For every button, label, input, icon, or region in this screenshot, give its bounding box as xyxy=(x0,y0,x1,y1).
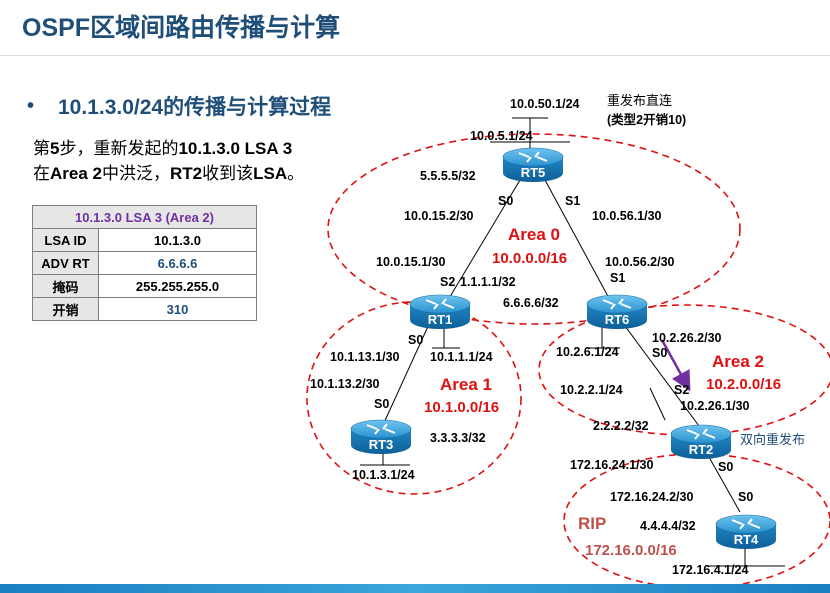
router-rt1: RT1 xyxy=(409,294,471,330)
bidir-redist-note: 双向重发布 xyxy=(740,432,805,447)
table-row: 掩码 255.255.255.0 xyxy=(32,274,257,298)
lsa-field-key: 开销 xyxy=(32,297,99,321)
step-text: RT2 xyxy=(169,164,203,183)
lsa-table: 10.1.3.0 LSA 3 (Area 2) LSA ID 10.1.3.0 … xyxy=(32,205,257,321)
net-label: 10.1.3.1/24 xyxy=(352,468,415,482)
area1-name: Area 1 xyxy=(440,375,492,394)
step-text: 10.1.3.0 LSA 3 xyxy=(178,139,293,158)
router-rt6: RT6 xyxy=(586,294,648,330)
lsa-field-key: 掩码 xyxy=(32,274,99,298)
step-text: 步，重新发起的 xyxy=(59,139,179,158)
rip-name: RIP xyxy=(578,514,606,533)
lan-rt2 xyxy=(649,387,666,421)
router-label: RT3 xyxy=(369,437,394,452)
iface-label: S2 xyxy=(440,275,455,289)
net-label: 10.0.56.2/30 xyxy=(605,255,675,269)
link-rt5-rt1 xyxy=(447,179,521,301)
router-rt4: RT4 xyxy=(715,514,777,550)
rip-network: 172.16.0.0/16 xyxy=(585,542,677,559)
router-label: RT1 xyxy=(428,312,453,327)
area2-name: Area 2 xyxy=(712,352,764,371)
link-rt5-rt6 xyxy=(544,179,611,301)
step-text: LSA xyxy=(253,164,288,183)
router-label: RT4 xyxy=(734,532,759,547)
redist-direct-note: 重发布直连 xyxy=(607,93,672,108)
link-rt6-rt2 xyxy=(621,321,703,431)
area1-network: 10.1.0.0/16 xyxy=(424,399,499,416)
net-label: 2.2.2.2/32 xyxy=(593,419,649,433)
net-label: 10.0.5.1/24 xyxy=(470,129,533,143)
net-label: 4.4.4.4/32 xyxy=(640,519,696,533)
table-row: 开销 310 xyxy=(32,297,257,321)
step-text: 中洪泛， xyxy=(101,164,170,183)
footer-bar xyxy=(0,584,830,593)
title-divider xyxy=(0,55,830,56)
iface-label: S0 xyxy=(738,490,753,504)
lsa-field-key: LSA ID xyxy=(32,228,99,252)
page-title: OSPF区域间路由传播与计算 xyxy=(22,14,341,42)
net-label: 172.16.4.1/24 xyxy=(672,563,749,577)
iface-label: S0 xyxy=(718,460,733,474)
step-text: 在 xyxy=(33,164,50,183)
net-label: 10.2.6.1/24 xyxy=(556,345,619,359)
router-label: RT2 xyxy=(689,442,714,457)
net-label: 6.6.6.6/32 xyxy=(503,296,559,310)
iface-label: S0 xyxy=(374,397,389,411)
iface-label: S0 xyxy=(408,333,423,347)
table-row: 10.1.3.0 LSA 3 (Area 2) xyxy=(32,205,257,229)
net-label: 10.0.56.1/30 xyxy=(592,209,662,223)
net-label: 10.2.26.2/30 xyxy=(652,331,722,345)
lsa-field-key: ADV RT xyxy=(32,251,99,275)
router-rt3: RT3 xyxy=(350,419,412,455)
net-label: 10.2.26.1/30 xyxy=(680,399,750,413)
step-text: 收到该 xyxy=(202,164,254,183)
router-label: RT5 xyxy=(521,165,546,180)
lsa-field-value: 10.1.3.0 xyxy=(98,228,257,252)
step-text: Area 2 xyxy=(50,164,102,183)
area0-boundary xyxy=(327,133,741,325)
step-text: 第 xyxy=(33,139,50,158)
lsa-flood-arrow xyxy=(660,339,691,392)
bullet-heading: 10.1.3.0/24的传播与计算过程 xyxy=(58,96,332,119)
iface-label: S1 xyxy=(610,271,625,285)
lsa-table-header: 10.1.3.0 LSA 3 (Area 2) xyxy=(32,205,257,229)
step-description: 第5步，重新发起的10.1.3.0 LSA 3 在Area 2中洪泛，RT2收到… xyxy=(33,136,304,186)
step-text: 5 xyxy=(50,139,60,158)
net-label: 10.0.15.1/30 xyxy=(376,255,446,269)
area2-boundary xyxy=(538,304,830,436)
net-label: 172.16.24.2/30 xyxy=(610,490,693,504)
net-label: 10.1.13.2/30 xyxy=(310,377,380,391)
area1-boundary xyxy=(306,301,522,495)
router-rt5: RT5 xyxy=(502,147,564,183)
area0-network: 10.0.0.0/16 xyxy=(492,250,567,267)
iface-label: S0 xyxy=(652,346,667,360)
net-label: 10.0.15.2/30 xyxy=(404,209,474,223)
iface-label: S2 xyxy=(674,383,689,397)
iface-label: S0 xyxy=(498,194,513,208)
link-rt2-rt4 xyxy=(704,449,741,513)
router-rt2: RT2 xyxy=(670,424,732,460)
iface-label: S1 xyxy=(565,194,580,208)
lsa-field-value: 310 xyxy=(98,297,257,321)
net-label: 3.3.3.3/32 xyxy=(430,431,486,445)
net-label: 10.1.13.1/30 xyxy=(330,350,400,364)
step-text: 。 xyxy=(287,164,305,183)
area2-network: 10.2.0.0/16 xyxy=(706,376,781,393)
area0-name: Area 0 xyxy=(508,225,560,244)
net-label: 10.0.50.1/24 xyxy=(510,97,580,111)
bullet-icon: • xyxy=(27,95,35,117)
table-row: LSA ID 10.1.3.0 xyxy=(32,228,257,252)
net-label: 5.5.5.5/32 xyxy=(420,169,476,183)
net-label: 1.1.1.1/32 xyxy=(460,275,516,289)
router-label: RT6 xyxy=(605,312,630,327)
net-label: 10.2.2.1/24 xyxy=(560,383,623,397)
net-label: 172.16.24.1/30 xyxy=(570,458,653,472)
redist-type-note: (类型2开销10) xyxy=(607,112,686,127)
lsa-field-value: 255.255.255.0 xyxy=(98,274,257,298)
table-row: ADV RT 6.6.6.6 xyxy=(32,251,257,275)
link-rt1-rt3 xyxy=(382,321,431,426)
net-label: 10.1.1.1/24 xyxy=(430,350,493,364)
